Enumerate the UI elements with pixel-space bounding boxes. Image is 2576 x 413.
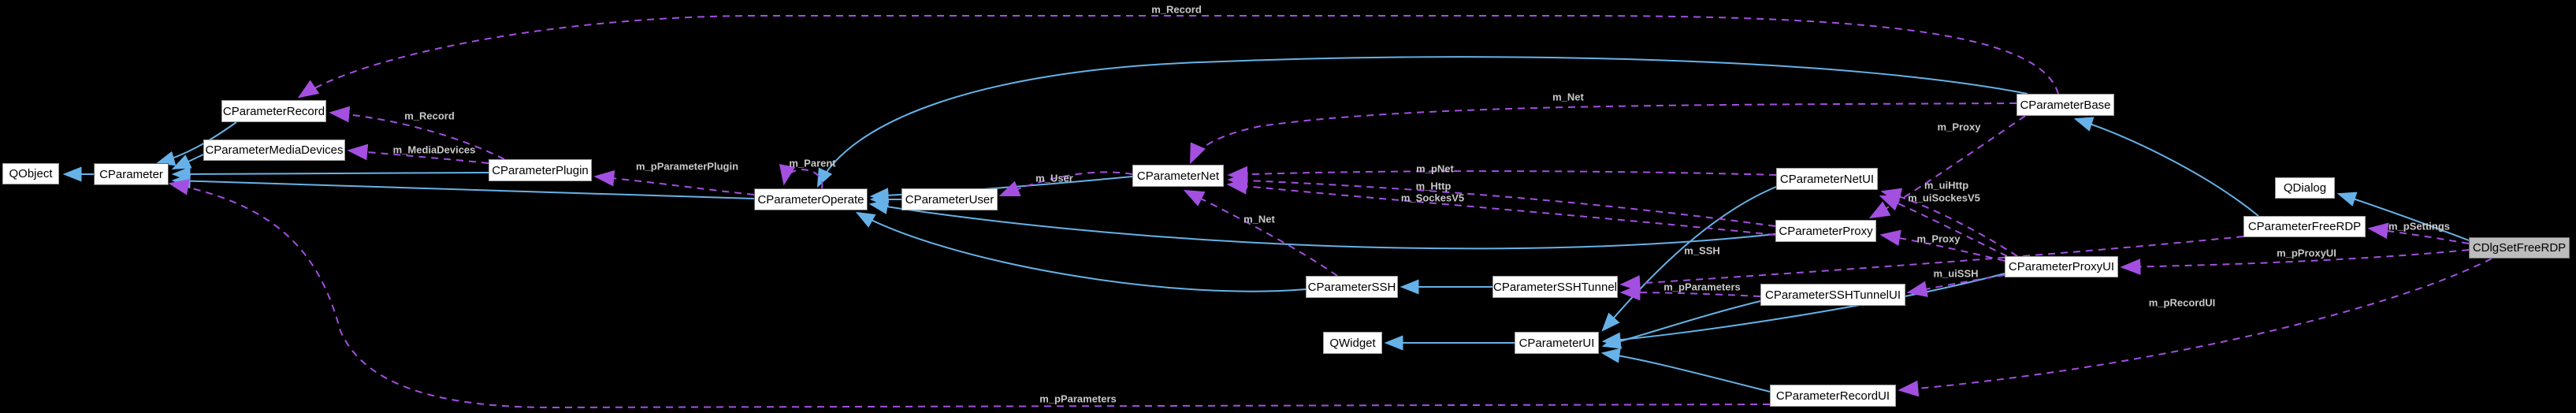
edge-usage-m-proxy-proxyui — [1879, 229, 2005, 262]
node-cparameterproxyui[interactable]: CParameterProxyUI — [2005, 256, 2118, 277]
edge-label-m-uihttp: m_uiHttp — [1924, 179, 1969, 192]
edge-label-m-pparameters-bottom: m_pParameters — [1039, 393, 1117, 405]
edge-cparameterfreerdp-inherits-cparameterbase — [2073, 117, 2259, 217]
node-cdlgsetfreerdp[interactable]: CDlgSetFreeRDP — [2469, 237, 2570, 259]
edge-usage-m-sockesv5 — [1226, 177, 1776, 236]
node-cparameterui[interactable]: CParameterUI — [1515, 332, 1599, 354]
edge-label-m-record-top: m_Record — [1151, 3, 1202, 16]
node-qwidget[interactable]: QWidget — [1323, 332, 1382, 354]
edge-cparameterproxy-inherits-cparameteroperate — [868, 199, 1776, 250]
node-cparametersshtunnelui[interactable]: CParameterSSHTunnelUI — [1760, 284, 1905, 306]
edge-cdlgsetfreerdp-inherits-qdialog — [2336, 192, 2470, 241]
edge-usage-m-net-ssh — [1183, 189, 1338, 277]
edge-label-m-sockesv5: m_SockesV5 — [1400, 192, 1465, 204]
edge-label-m-record-plugin: m_Record — [404, 110, 455, 122]
edge-usage-m-user — [998, 171, 1133, 196]
edge-usage-m-uihttp — [1880, 188, 2018, 257]
edge-cparameternetui-inherits-cparameterui — [1601, 186, 1777, 332]
edge-cparameteroperate-inherits-cparameter — [171, 173, 755, 199]
node-cparametersshtunnel[interactable]: CParameterSSHTunnel — [1492, 276, 1618, 298]
edge-cparameterrecordui-inherits-cparameterui — [1600, 348, 1771, 393]
node-cparameterrecordui[interactable]: CParameterRecordUI — [1770, 385, 1896, 407]
node-qdialog[interactable]: QDialog — [2275, 177, 2335, 199]
node-cparametermediadevices[interactable]: CParameterMediaDevices — [203, 140, 345, 161]
edge-label-m-pparameters-mid: m_pParameters — [1663, 281, 1741, 293]
node-cparameternet[interactable]: CParameterNet — [1132, 165, 1224, 187]
edge-usage-m-uissh — [1906, 274, 2005, 297]
edge-cparameterssh-inherits-cparameteroperate — [855, 211, 1307, 292]
edge-usage-m-parent-selfloop — [779, 164, 823, 189]
edge-usage-m-pparameterplugin — [593, 169, 755, 195]
edge-usage-m-uisockesv5 — [1879, 195, 2008, 257]
edge-usage-m-net-base — [1189, 102, 2017, 165]
node-cparameterproxy[interactable]: CParameterProxy — [1775, 220, 1876, 242]
edge-cparameterbase-inherits-cparameteroperate — [816, 56, 2028, 188]
edge-label-m-net-mid: m_Net — [1243, 213, 1275, 225]
edge-usage-m-http — [1227, 172, 1776, 227]
edge-label-m-mediadevices: m_MediaDevices — [392, 143, 476, 156]
edge-label-m-net-top: m_Net — [1552, 91, 1584, 103]
edge-cparameterplugin-inherits-cparameter — [171, 166, 489, 182]
edge-label-m-proxy-base: m_Proxy — [1937, 121, 1981, 133]
edge-usage-m-precordui — [1898, 258, 2492, 397]
edge-usage-m-pproxyui — [2120, 249, 2470, 275]
edge-cparameterproxyui-inherits-cparameterui — [1601, 273, 2005, 348]
edge-usage-m-mediadevices — [347, 143, 489, 164]
edge-label-m-precordui: m_pRecordUI — [2148, 296, 2216, 309]
edge-usage-m-psettings — [2367, 222, 2470, 244]
edge-label-m-uissh: m_uiSSH — [1933, 267, 1979, 280]
edge-label-m-parent: m_Parent — [789, 157, 836, 169]
edge-label-m-pproxyui: m_pProxyUI — [2277, 247, 2336, 259]
edge-usage-m-pparameters-sshtunnelui — [1619, 284, 1761, 301]
edge-cparametersshtunnelui-inherits-cparameterui — [1601, 300, 1761, 349]
edge-label-m-uisockesv5: m_uiSockesV5 — [1908, 192, 1980, 204]
edge-label-m-pnet: m_pNet — [1416, 162, 1454, 175]
edge-usage-m-pnet — [1227, 166, 1777, 183]
edge-usage-m-record-base — [297, 15, 2059, 99]
node-cparameteruser[interactable]: CParameterUser — [901, 188, 998, 210]
edge-usage-m-record-plugin — [329, 106, 505, 160]
edge-usage-m-pparameters-bottom — [168, 179, 1771, 409]
edge-cparameterrecord-inherits-cparameter — [155, 121, 237, 166]
node-cparameterbase[interactable]: CParameterBase — [2017, 94, 2114, 116]
edge-cparametermediadevices-inherits-cparameter — [171, 154, 204, 170]
node-cparameternetui[interactable]: CParameterNetUI — [1776, 168, 1878, 190]
edge-label-m-user: m_User — [1035, 172, 1073, 184]
edge-label-m-proxy-proxyui: m_Proxy — [1916, 233, 1961, 245]
node-cparameterfreerdp[interactable]: CParameterFreeRDP — [2243, 216, 2366, 237]
node-cparameteroperate[interactable]: CParameterOperate — [754, 188, 868, 210]
edge-label-m-psettings: m_pSettings — [2388, 220, 2451, 233]
node-cparameterrecord[interactable]: CParameterRecord — [221, 100, 326, 122]
node-qobject[interactable]: QObject — [2, 163, 59, 184]
node-cparameter[interactable]: CParameter — [94, 163, 169, 185]
edge-label-m-ssh: m_SSH — [1684, 244, 1720, 257]
edge-label-m-pparameterplugin: m_pParameterPlugin — [635, 160, 739, 173]
node-cparameterplugin[interactable]: CParameterPlugin — [489, 159, 592, 181]
edge-label-m-http: m_Http — [1415, 180, 1452, 192]
node-cparameterssh[interactable]: CParameterSSH — [1306, 276, 1398, 298]
